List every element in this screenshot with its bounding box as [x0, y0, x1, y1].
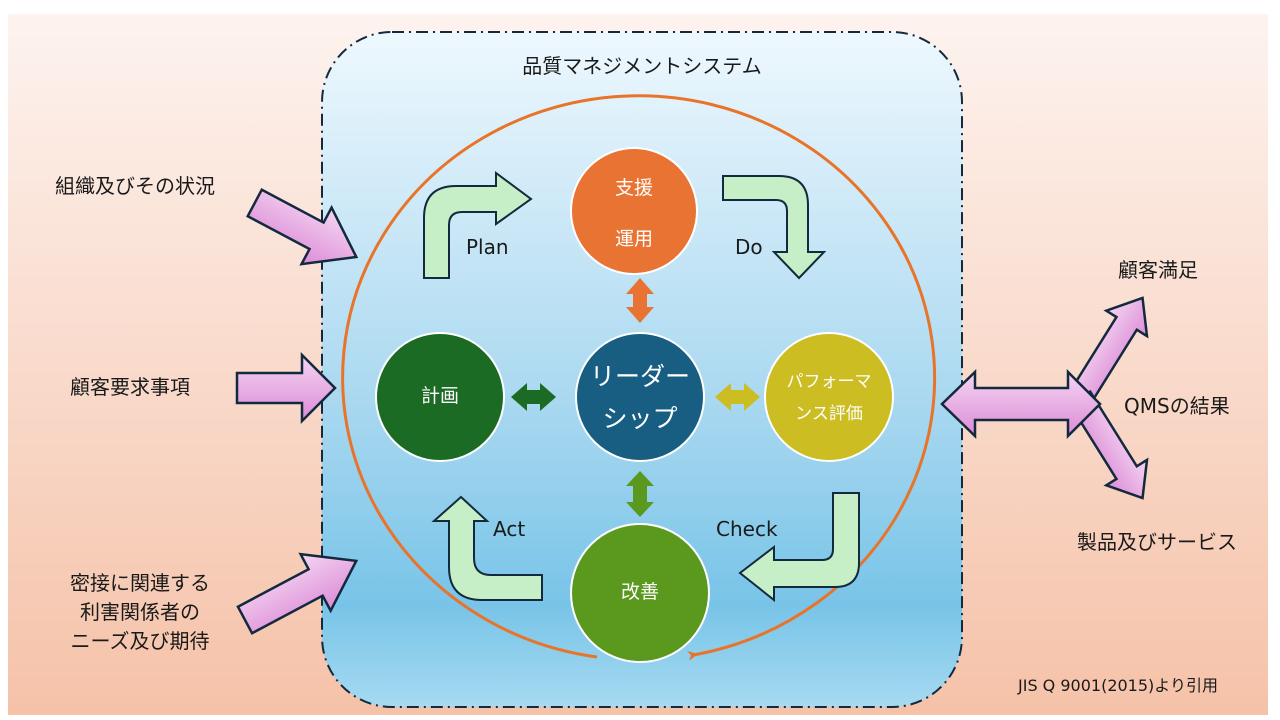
input-arrow-stakeholders [236, 552, 359, 635]
node-right-line-2: ンス評価 [795, 404, 863, 424]
input-label-stakeholders: 密接に関連する 利害関係者の ニーズ及び期待 [30, 569, 250, 656]
stakeholders-line-1: 密接に関連する [70, 571, 210, 595]
node-right-label: パフォーマ ンス評価 [766, 366, 892, 430]
citation: JIS Q 9001(2015)より引用 [1018, 676, 1218, 695]
do-arrow [722, 175, 827, 280]
connector-top-center [626, 278, 654, 323]
output-label-products: 製品及びサービス [1077, 530, 1237, 554]
plan-arrow [423, 171, 533, 279]
node-bottom-circle [570, 523, 710, 663]
node-top-label: 支援 運用 [574, 163, 694, 265]
node-right-circle [764, 332, 894, 462]
act-arrow [431, 495, 543, 601]
connector-bottom-center [626, 471, 654, 517]
cycle-ring [341, 94, 937, 661]
stakeholders-line-3: ニーズ及び期待 [70, 629, 210, 653]
input-arrow-requirements [235, 351, 337, 425]
check-arrow [738, 492, 860, 603]
phase-label-do: Do [735, 235, 763, 259]
node-center-label: リーダー シップ [575, 356, 705, 440]
connector-right-center [715, 383, 760, 411]
phase-label-plan: Plan [466, 235, 509, 259]
node-center-line-1: リーダー [589, 362, 690, 391]
phase-label-act: Act [493, 517, 526, 541]
input-arrow-context [246, 188, 359, 266]
output-arrow-satisfaction [1068, 296, 1149, 407]
stakeholders-line-2: 利害関係者の [80, 600, 200, 624]
node-center-line-2: シップ [602, 404, 678, 433]
node-top-line-2: 運用 [614, 228, 653, 250]
node-top-line-1: 支援 [614, 177, 653, 199]
node-right-line-1: パフォーマ [786, 372, 872, 392]
connector-left-center [511, 383, 556, 411]
node-left-label: 計画 [420, 385, 459, 407]
diagram-title: 品質マネジメントシステム [522, 54, 762, 78]
phase-label-check: Check [716, 517, 778, 541]
output-label-satisfaction: 顧客満足 [1118, 258, 1198, 282]
node-left-circle [375, 332, 505, 462]
output-arrow-qms-result [940, 368, 1102, 440]
input-label-context: 組織及びその状況 [55, 174, 215, 198]
node-bottom-label: 改善 [620, 581, 659, 603]
node-top-circle [570, 147, 698, 275]
output-label-qms-result: QMSの結果 [1124, 394, 1230, 418]
input-label-requirements: 顧客要求事項 [70, 375, 190, 399]
node-center-circle [575, 332, 705, 462]
